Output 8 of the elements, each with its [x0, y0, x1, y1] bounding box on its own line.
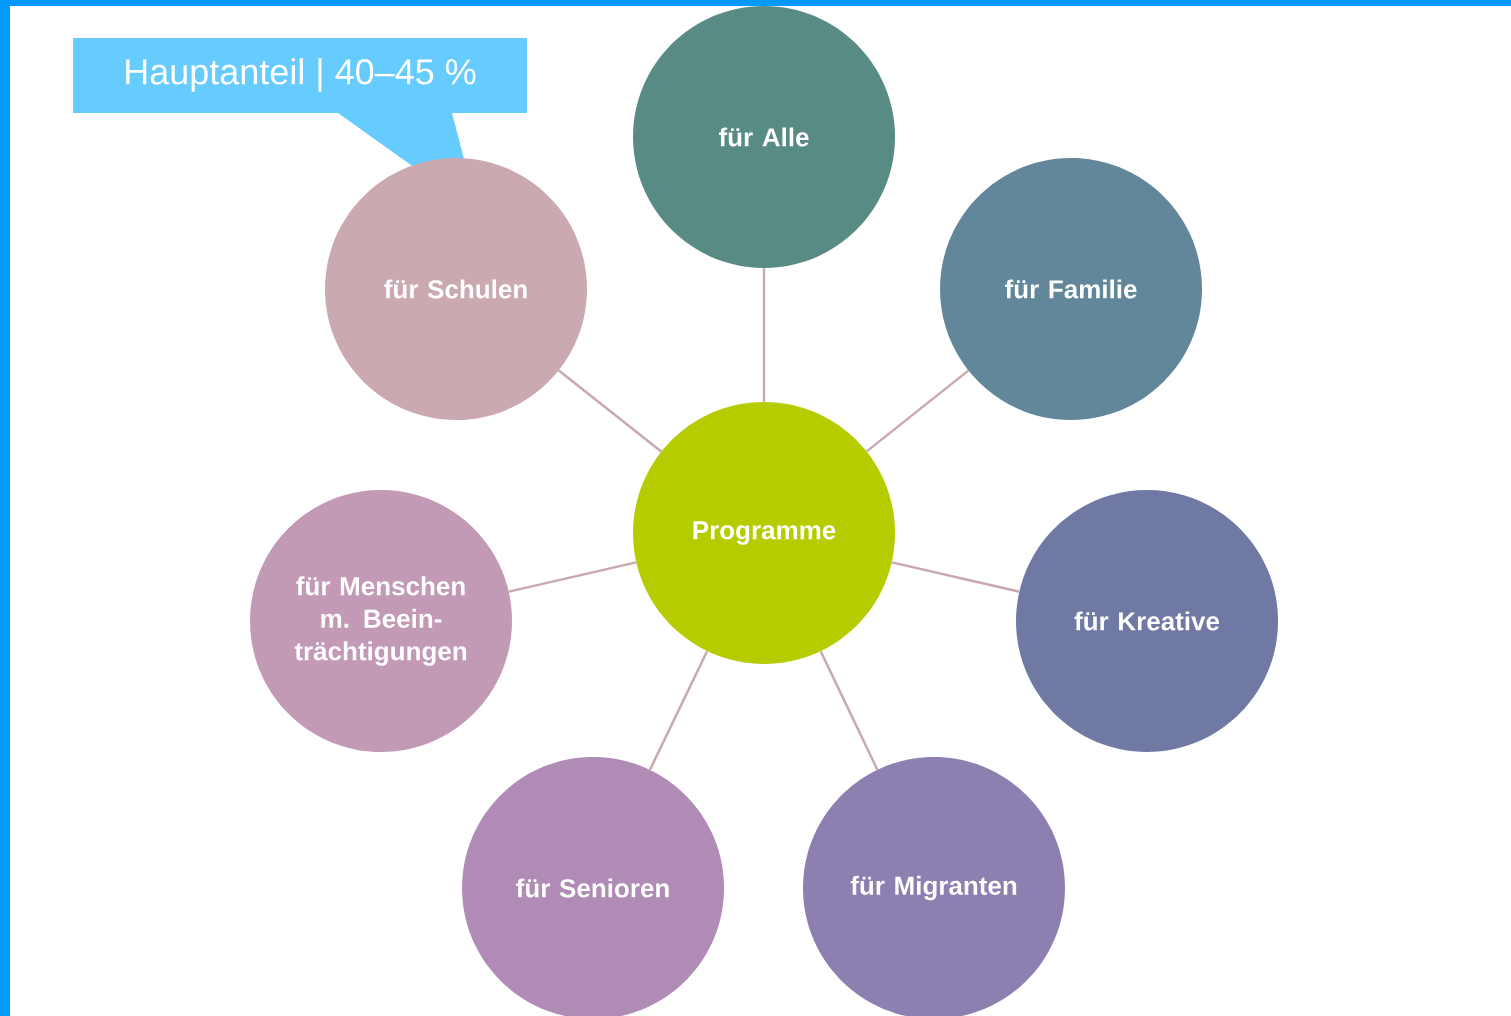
connector-line — [762, 268, 766, 402]
connector-line — [819, 650, 879, 771]
connector-line — [558, 369, 662, 453]
callout-box: Hauptanteil | 40–45 % — [73, 38, 527, 213]
connector-line — [508, 561, 637, 593]
connector-line — [891, 561, 1020, 593]
connector-line — [648, 650, 709, 771]
connector-line — [865, 369, 970, 453]
